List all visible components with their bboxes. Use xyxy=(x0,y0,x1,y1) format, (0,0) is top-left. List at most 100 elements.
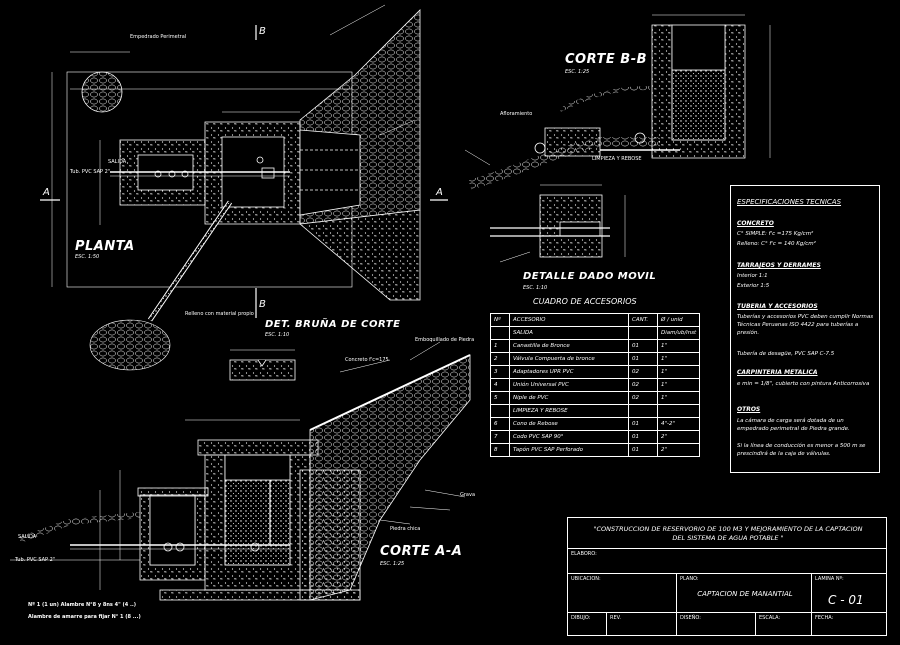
plano-name: CAPTACION DE MANANTIAL xyxy=(697,590,793,598)
table-header-row: Nº ACCESORIO CANT. Ø / unid xyxy=(490,313,701,327)
cell-cant: 01 xyxy=(628,443,658,457)
det-bruna-view xyxy=(229,349,296,381)
stone-pile xyxy=(89,319,171,371)
group-label: LIMPIEZA Y REBOSE xyxy=(509,404,629,418)
tub-pvc-label-corte: Tub. PVC SAP 2" xyxy=(15,557,56,563)
cell-n: 6 xyxy=(490,417,510,431)
cell-item: Unión Universal PVC xyxy=(509,378,629,392)
especificaciones-title: ESPECIFICACIONES TECNICAS xyxy=(737,198,842,206)
lamina-number: C - 01 xyxy=(828,593,864,607)
limpieza-label: LIMPIEZA Y REBOSE xyxy=(592,156,642,162)
afloramiento-label: Afloramiento xyxy=(500,111,533,117)
cell-n: 5 xyxy=(490,391,510,405)
cell-cant: 02 xyxy=(628,378,658,392)
section-mark-b-top: B xyxy=(259,26,266,37)
cell-diam: 1" xyxy=(656,352,701,366)
section-mark-a-left: A xyxy=(43,187,50,198)
cell-cant: 02 xyxy=(628,391,658,405)
cell-item: Adaptadores UPR PVC xyxy=(509,365,629,379)
salida-label-corte: SALIDA xyxy=(18,534,37,540)
grava-label: Grava xyxy=(460,492,476,498)
title-block-elaborado: ELABORO: xyxy=(567,548,887,574)
cell-cant: 01 xyxy=(628,352,658,366)
cell-n: 1 xyxy=(490,339,510,353)
spec-text: Tubería de desagüe, PVC SAP C-7.5 xyxy=(737,351,835,357)
accesorios-table: Nº ACCESORIO CANT. Ø / unid SALIDA Diam/u… xyxy=(490,313,701,457)
diseno-label: DISEÑO: xyxy=(680,615,701,621)
plano-label: PLANO: xyxy=(680,576,699,582)
title-block-lamina: LAMINA Nº: C - 01 xyxy=(811,573,887,613)
especificaciones-panel: ESPECIFICACIONES TECNICAS CONCRETO C° SI… xyxy=(730,185,880,473)
spec-text: Relleno: C° f'c = 140 Kg/cm² xyxy=(737,241,816,247)
title-block-fecha: FECHA: xyxy=(811,612,887,636)
cell-n: 3 xyxy=(490,365,510,379)
tub-pvc-label: Tub. PVC SAP 2" xyxy=(70,169,111,175)
title-block-plano: PLANO: CAPTACION DE MANANTIAL xyxy=(676,573,812,613)
corte-bb-title: CORTE B-B xyxy=(565,52,648,67)
cell-cant: 01 xyxy=(628,339,658,353)
corte-aa-scale: ESC. 1:25 xyxy=(380,561,405,567)
accesorios-title: CUADRO DE ACCESORIOS xyxy=(533,297,637,306)
group-value: Diam/ub/inst xyxy=(656,326,701,340)
lamina-label: LAMINA Nº: xyxy=(815,576,844,582)
spec-text: Interior 1:1 xyxy=(737,273,768,279)
rev-label: REV. xyxy=(610,615,621,621)
project-title: "CONSTRUCCION DE RESERVORIO DE 100 M3 Y … xyxy=(593,525,863,542)
cell-cant: 02 xyxy=(628,365,658,379)
cell-n: 2 xyxy=(490,352,510,366)
cell-item: Codo PVC SAP 90° xyxy=(509,430,629,444)
title-block-dibujo: DIBUJO: xyxy=(567,612,607,636)
fecha-label: FECHA: xyxy=(815,615,834,621)
spec-heading: CONCRETO xyxy=(737,220,774,227)
note-2: Alambre de amarre para fijar N° 1 (8 ...… xyxy=(28,614,141,620)
group-label: SALIDA xyxy=(509,326,629,340)
cell-diam: 1" xyxy=(656,339,701,353)
table-group-row: SALIDA Diam/ub/inst xyxy=(490,326,701,340)
table-group-row: LIMPIEZA Y REBOSE xyxy=(490,404,701,418)
cell-diam: 2" xyxy=(656,430,701,444)
planta-scale: ESC. 1:50 xyxy=(75,254,100,260)
spec-text: e min = 1/8", cubierto con pintura Antic… xyxy=(737,381,870,387)
header-cell: CANT. xyxy=(628,313,658,327)
cell-diam: 2" xyxy=(656,443,701,457)
escala-label: ESCALA: xyxy=(759,615,781,621)
title-block-ubicacion: UBICACION: xyxy=(567,573,677,613)
cell-item: Niple de PVC xyxy=(509,391,629,405)
spec-text: Exterior 1:5 xyxy=(737,283,770,289)
detalle-dado-scale: ESC. 1:10 xyxy=(523,285,548,291)
ubicacion-label: UBICACION: xyxy=(571,576,601,582)
spec-heading: TUBERIA Y ACCESORIOS xyxy=(737,303,818,310)
cell-cant: 01 xyxy=(628,417,658,431)
spec-text: Tuberías y accesorios PVC deben cumplir … xyxy=(737,314,874,336)
header-cell: Nº xyxy=(490,313,510,327)
cell-item: Cono de Rebose xyxy=(509,417,629,431)
detalle-dado-title: DETALLE DADO MOVIL xyxy=(523,271,657,282)
det-bruna-title: DET. BRUÑA DE CORTE xyxy=(265,319,401,330)
corte-bb-view xyxy=(468,14,771,190)
cell-diam: 1" xyxy=(656,391,701,405)
salida-label-planta: SALIDA xyxy=(108,159,127,165)
emboquillado-label: Emboquillado de Piedra xyxy=(415,337,475,343)
spec-heading: OTROS xyxy=(737,406,761,413)
cell-n: 7 xyxy=(490,430,510,444)
section-mark-b-bottom: B xyxy=(259,299,266,310)
cell-diam: 4"-2" xyxy=(656,417,701,431)
spec-heading: TARRAJEOS Y DERRAMES xyxy=(737,262,821,269)
dibujo-label: DIBUJO: xyxy=(571,615,591,621)
det-bruna-scale: ESC. 1:10 xyxy=(265,332,290,338)
concreto-label: Concreto f'c=175 xyxy=(345,357,389,363)
header-cell: ACCESORIO xyxy=(509,313,629,327)
cell-diam: 1" xyxy=(656,378,701,392)
spec-text: La cámara de carga será dotada de un emp… xyxy=(737,418,850,432)
section-mark-a-right: A xyxy=(436,187,443,198)
